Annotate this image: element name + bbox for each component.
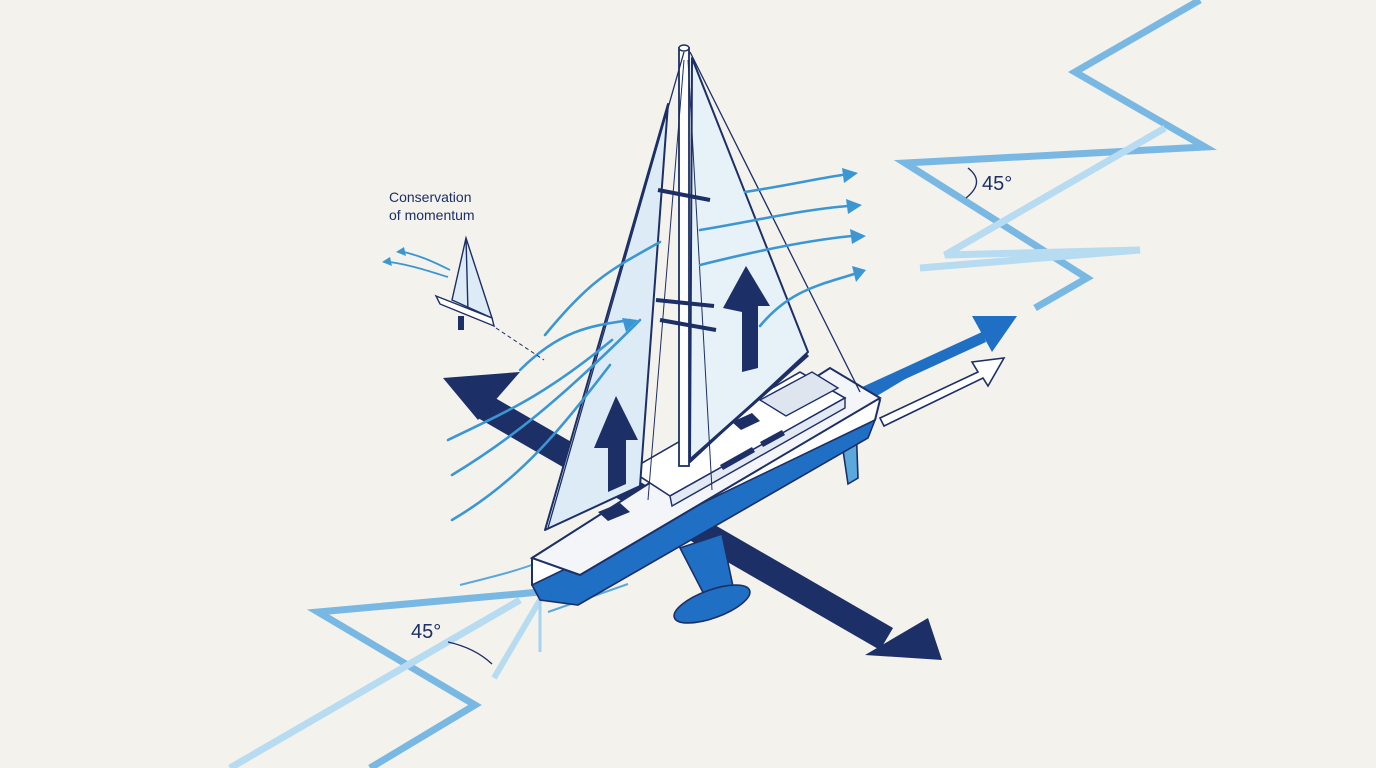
inset-wind-head-1 bbox=[396, 247, 406, 256]
spreader-mid bbox=[655, 298, 715, 308]
forestay bbox=[547, 51, 685, 529]
airflow-line-5 bbox=[543, 240, 662, 337]
inset-wind-1 bbox=[403, 251, 451, 271]
up-arrow-icon bbox=[594, 266, 770, 492]
cabin-window-1 bbox=[720, 447, 755, 470]
spreader-upper bbox=[657, 188, 711, 202]
tack-line-lower-main bbox=[306, 588, 541, 768]
spreader-lower bbox=[659, 318, 717, 332]
inset-wind-2 bbox=[389, 261, 449, 278]
inset-dashed-line bbox=[495, 327, 545, 361]
inset-label-line1: Conservation bbox=[389, 189, 472, 205]
hull bbox=[529, 366, 882, 606]
heading-arrow-body bbox=[860, 332, 986, 398]
lift-arrow-main bbox=[723, 266, 770, 372]
mast-top bbox=[678, 44, 690, 52]
inset-hull bbox=[434, 294, 496, 328]
cabin-window-2 bbox=[760, 430, 785, 447]
inset-keel bbox=[458, 316, 464, 330]
airflow-head-2 bbox=[846, 199, 862, 214]
hatch-mid bbox=[732, 413, 760, 430]
keel-bulb bbox=[673, 584, 751, 624]
shroud-2 bbox=[687, 59, 713, 491]
tack-line-lower-ghost-2 bbox=[491, 598, 543, 680]
lift-arrow-jib bbox=[594, 396, 638, 492]
airflow-line-8 bbox=[450, 318, 642, 477]
hatch-fore bbox=[598, 503, 630, 521]
forward-arrow-icon bbox=[860, 316, 1017, 428]
inset-mast bbox=[465, 237, 469, 313]
tack-line-upper-main bbox=[893, 0, 1217, 312]
airflow-line-3 bbox=[698, 234, 854, 267]
heading-arrow-outline bbox=[878, 357, 1006, 428]
airflow-line-1 bbox=[743, 173, 844, 194]
tack-line-upper-ghost bbox=[919, 124, 1167, 272]
airflow-line-7 bbox=[446, 338, 614, 442]
airflow-line-6 bbox=[518, 318, 632, 372]
tack-path-upper bbox=[893, 0, 1217, 312]
cockpit bbox=[758, 371, 840, 417]
angle-label-top: 45° bbox=[982, 173, 1012, 195]
angle-label-bottom: 45° bbox=[411, 621, 441, 643]
lateral-arrow-tail-head bbox=[443, 372, 520, 420]
airflow-line-2 bbox=[698, 204, 850, 232]
inset-wind-head-2 bbox=[382, 257, 392, 266]
small-sailboat-icon: Conservation of momentum bbox=[382, 189, 545, 361]
shroud-1 bbox=[647, 59, 685, 501]
mast bbox=[678, 47, 690, 467]
airflow-head-1 bbox=[842, 168, 858, 183]
wind-flow-lines bbox=[446, 173, 856, 522]
hull-bottom-stripe bbox=[530, 418, 877, 606]
inset-label-line2: of momentum bbox=[389, 207, 475, 223]
sails bbox=[544, 44, 861, 531]
cabin-side bbox=[669, 396, 846, 508]
keel bbox=[673, 422, 859, 624]
backstay bbox=[689, 51, 861, 393]
jib-sail bbox=[544, 103, 669, 531]
inset-sail bbox=[451, 235, 494, 320]
boom bbox=[689, 353, 809, 462]
airflow-head-4 bbox=[852, 266, 866, 282]
airflow-head-3 bbox=[850, 229, 866, 244]
airflow-head-5 bbox=[622, 318, 638, 332]
angle-arc-top bbox=[965, 167, 978, 199]
heading-arrow-head bbox=[972, 316, 1017, 352]
angle-arc-bottom bbox=[447, 641, 493, 665]
wind-arrowheads bbox=[622, 168, 866, 332]
airflow-line-9 bbox=[450, 363, 612, 522]
tack-line-lower-ghost bbox=[228, 596, 522, 768]
lateral-arrow-head bbox=[865, 618, 942, 660]
airflow-line-4 bbox=[758, 272, 856, 328]
